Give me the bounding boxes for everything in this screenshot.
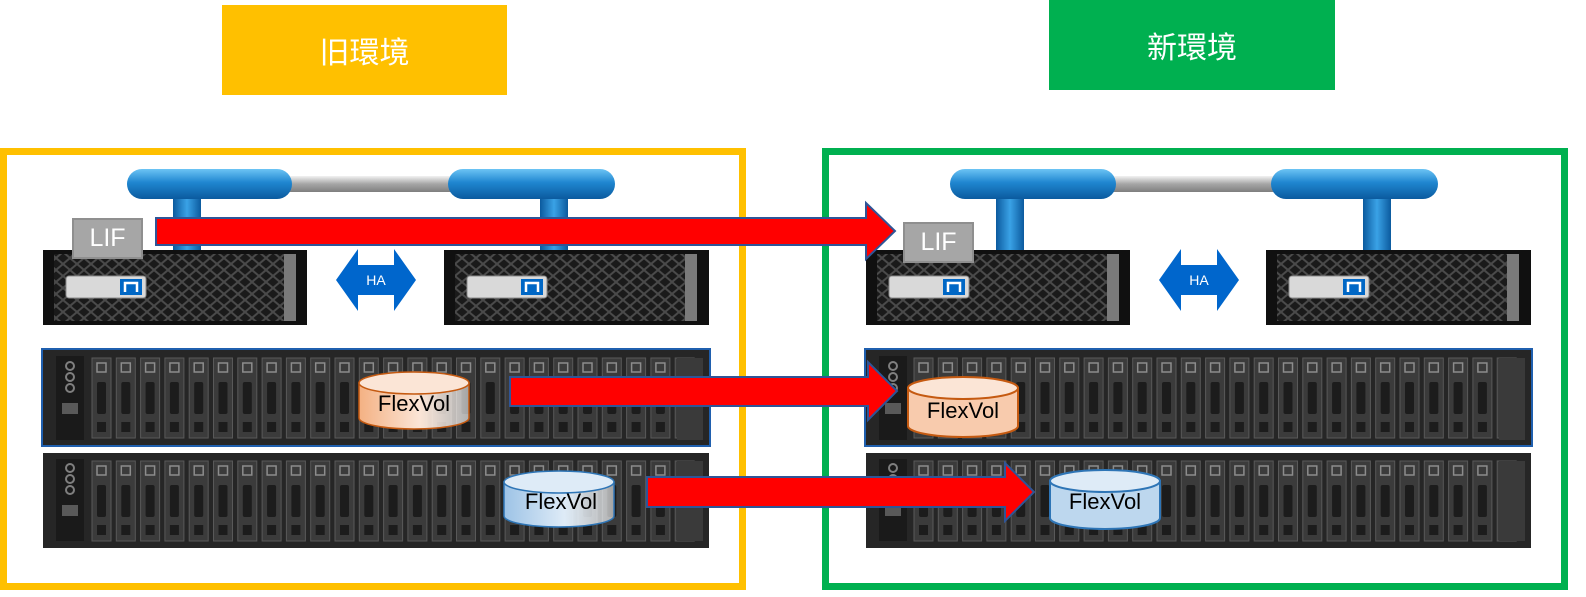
drive-bay — [91, 460, 112, 542]
drive-bay — [1035, 357, 1055, 439]
drive-bay — [1326, 460, 1347, 542]
drive-bay — [358, 460, 379, 542]
old-flexvol-orange-volume: FlexVol — [358, 371, 470, 430]
new-environment-title: 新環境 — [1049, 0, 1335, 90]
flexvol-blue-migration-arrow — [646, 460, 1036, 524]
drive-bay — [1375, 357, 1396, 439]
drive-bay — [334, 460, 355, 542]
drive-bay — [1278, 357, 1298, 439]
old-environment-label: 旧環境 — [319, 36, 410, 71]
drive-bay — [237, 357, 258, 439]
old-flexvol-blue-volume: FlexVol — [503, 470, 615, 528]
drive-bay — [188, 357, 209, 439]
drive-bay — [1278, 460, 1298, 542]
drive-bay — [1205, 460, 1226, 542]
drive-bay — [1350, 357, 1371, 439]
drive-bay — [1472, 460, 1493, 542]
drive-bay — [1083, 357, 1104, 439]
drive-bay — [480, 460, 501, 542]
drive-bay — [285, 357, 306, 439]
new-network-switch-icon — [950, 169, 1438, 250]
old-ha-double-arrow-icon: HA — [336, 249, 416, 311]
drive-bay — [456, 460, 476, 542]
drive-bay — [1180, 460, 1201, 542]
drive-bay — [310, 357, 331, 439]
new-flexvol-blue-label: FlexVol — [1069, 489, 1141, 514]
drive-bay — [1253, 357, 1274, 439]
drive-bay — [164, 357, 185, 439]
drive-bay — [140, 357, 161, 439]
new-flexvol-orange-label: FlexVol — [927, 398, 999, 423]
drive-bay — [1423, 357, 1444, 439]
old-lif-box: LIF — [72, 218, 143, 259]
drive-bay — [213, 460, 233, 542]
new-controller-a-icon — [866, 250, 1130, 325]
drive-bay — [140, 460, 161, 542]
drive-bay — [1180, 357, 1201, 439]
drive-bay — [480, 357, 501, 439]
drive-bay — [261, 460, 282, 542]
drive-bay — [1448, 460, 1469, 542]
drive-bay — [1399, 460, 1420, 542]
old-environment-frame — [0, 148, 746, 590]
drive-bay — [1229, 460, 1250, 542]
flexvol-orange-migration-arrow — [509, 359, 899, 423]
new-lif-label: LIF — [920, 228, 957, 256]
new-ha-double-arrow-icon: HA — [1159, 249, 1239, 311]
drive-bay — [1302, 460, 1323, 542]
drive-bay — [1229, 357, 1250, 439]
old-controller-b-icon — [444, 250, 709, 325]
new-ha-label: HA — [1189, 272, 1209, 288]
new-controller-b-icon — [1266, 250, 1531, 325]
drive-bay — [1375, 460, 1396, 542]
old-lif-label: LIF — [89, 224, 126, 252]
drive-bay — [1156, 357, 1177, 439]
drive-bay — [164, 460, 185, 542]
old-environment-title: 旧環境 — [222, 5, 507, 95]
drive-bay — [213, 357, 233, 439]
drive-bay — [1205, 357, 1226, 439]
drive-bay — [626, 460, 647, 542]
new-lif-box: LIF — [903, 222, 974, 263]
drive-bay — [1059, 357, 1080, 439]
drive-bay — [1156, 460, 1177, 542]
new-environment-label: 新環境 — [1147, 31, 1237, 66]
new-environment-frame — [822, 148, 1568, 590]
new-flexvol-orange-volume: FlexVol — [907, 376, 1019, 438]
drive-bay — [1253, 460, 1274, 542]
drive-bay — [261, 357, 282, 439]
drive-bay — [1132, 357, 1153, 439]
drive-bay — [407, 460, 428, 542]
drive-bay — [1326, 357, 1347, 439]
drive-bay — [115, 357, 136, 439]
drive-bay — [1423, 460, 1444, 542]
drive-bay — [1472, 357, 1493, 439]
drive-bay — [237, 460, 258, 542]
drive-bay — [1399, 357, 1420, 439]
drive-bay — [1448, 357, 1469, 439]
old-flexvol-orange-label: FlexVol — [378, 391, 450, 416]
drive-bay — [383, 460, 404, 542]
drive-bay — [1302, 357, 1323, 439]
new-flexvol-blue-volume: FlexVol — [1049, 469, 1161, 530]
old-flexvol-blue-label: FlexVol — [525, 489, 597, 514]
drive-bay — [1350, 460, 1371, 542]
drive-bay — [431, 460, 452, 542]
drive-bay — [285, 460, 306, 542]
drive-bay — [334, 357, 355, 439]
drive-bay — [91, 357, 112, 439]
old-ha-label: HA — [366, 272, 386, 288]
lif-migration-arrow — [155, 200, 897, 262]
old-controller-a-icon — [43, 250, 307, 325]
drive-bay — [188, 460, 209, 542]
drive-bay — [310, 460, 331, 542]
drive-bay — [1107, 357, 1128, 439]
drive-bay — [115, 460, 136, 542]
